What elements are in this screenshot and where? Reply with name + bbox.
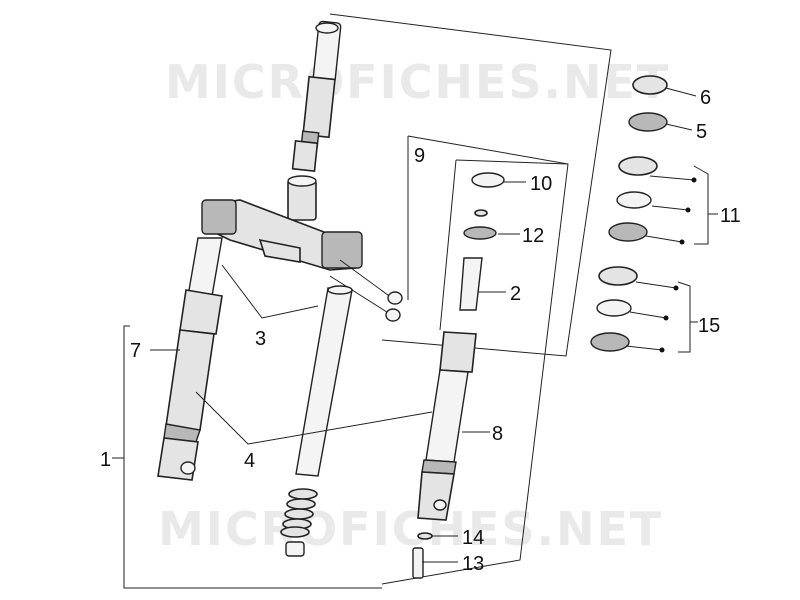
leader-lines — [112, 87, 718, 563]
callout-1: 1 — [100, 449, 111, 471]
spring — [280, 488, 318, 538]
callout-3: 3 — [255, 328, 266, 350]
part-5-race — [628, 112, 668, 132]
callout-9: 9 — [414, 145, 425, 167]
callout-8: 8 — [492, 423, 503, 445]
part-14-washer — [417, 532, 433, 540]
bracket-part-1 — [123, 325, 382, 589]
callout-2: 2 — [510, 283, 521, 305]
callout-12: 12 — [522, 225, 544, 247]
callout-6: 6 — [700, 87, 711, 109]
right-fork-leg — [412, 172, 505, 579]
part-13-bolt — [412, 547, 424, 579]
callout-4: 4 — [244, 450, 255, 472]
bracket-part-9 — [381, 135, 569, 585]
callout-5: 5 — [696, 121, 707, 143]
part-6-nut — [632, 75, 668, 95]
part-10-cap — [471, 172, 505, 188]
callout-14: 14 — [462, 527, 484, 549]
steering-stem — [287, 20, 342, 221]
left-fork-leg — [157, 237, 223, 481]
headset-parts — [590, 75, 668, 352]
inner-tube-spring — [280, 285, 353, 557]
callout-11: 11 — [720, 205, 741, 227]
callout-10: 10 — [530, 173, 552, 195]
callout-15: 15 — [698, 315, 720, 337]
callout-13: 13 — [462, 553, 484, 575]
watermark-bottom: MICROFICHES.NET — [158, 502, 663, 556]
part-12-bushing — [463, 226, 497, 240]
bracket-9-inner-stem — [439, 159, 457, 331]
fork-yoke — [201, 199, 363, 271]
clamp-bolts — [329, 259, 403, 322]
part-2-damper — [459, 257, 483, 311]
watermark-top: MICROFICHES.NET — [165, 55, 670, 109]
callout-7: 7 — [130, 340, 141, 362]
part-12-clip — [474, 209, 488, 217]
bracket-part-9-inner — [455, 159, 569, 165]
